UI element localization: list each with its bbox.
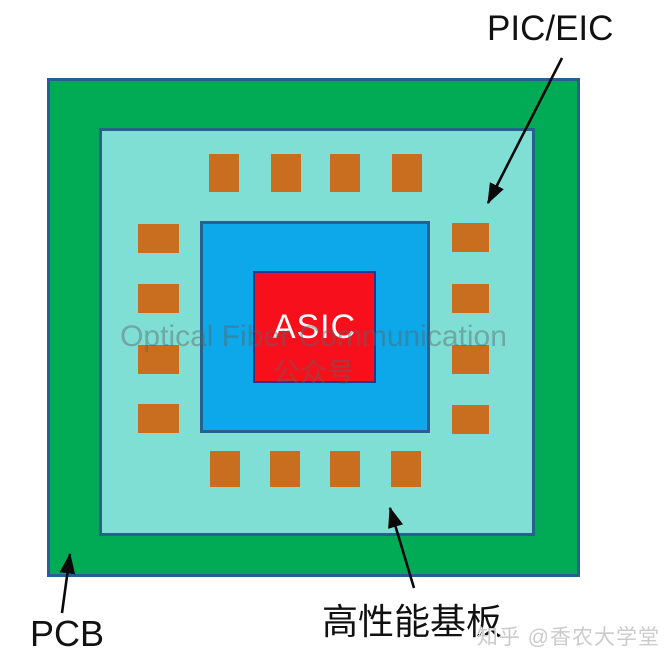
pic-eic-chip (209, 154, 239, 192)
pic-eic-chip (270, 451, 300, 487)
corner-watermark: 知乎 @香农大学堂 (476, 626, 660, 649)
pic-eic-chip (330, 451, 360, 487)
pic-eic-chip (452, 345, 489, 374)
pic-eic-chip (210, 451, 240, 487)
pic-eic-chip (391, 451, 421, 487)
pic-eic-chip (452, 405, 489, 434)
center-watermark-line2: 公众号 (273, 358, 354, 388)
pic-eic-chip (330, 154, 360, 192)
pic-eic-chip (452, 223, 489, 252)
pic-eic-chip (271, 154, 301, 192)
pic-eic-callout-label: PIC/EIC (487, 9, 614, 48)
substrate-callout-label: 高性能基板 (322, 601, 503, 642)
center-watermark: Optical Fiber Communication 公众号 (47, 322, 580, 387)
pic-eic-chip (138, 404, 179, 433)
pic-eic-chip (452, 284, 489, 313)
pcb-callout-label: PCB (30, 613, 105, 654)
pic-eic-chip (138, 345, 179, 374)
pic-eic-chip (138, 284, 179, 313)
pic-eic-chip (392, 154, 422, 192)
asic-label: ASIC (272, 307, 357, 346)
center-watermark-line1: Optical Fiber Communication (120, 320, 507, 353)
pic-eic-chip (138, 224, 179, 253)
asic-die-square: ASIC (253, 271, 376, 383)
